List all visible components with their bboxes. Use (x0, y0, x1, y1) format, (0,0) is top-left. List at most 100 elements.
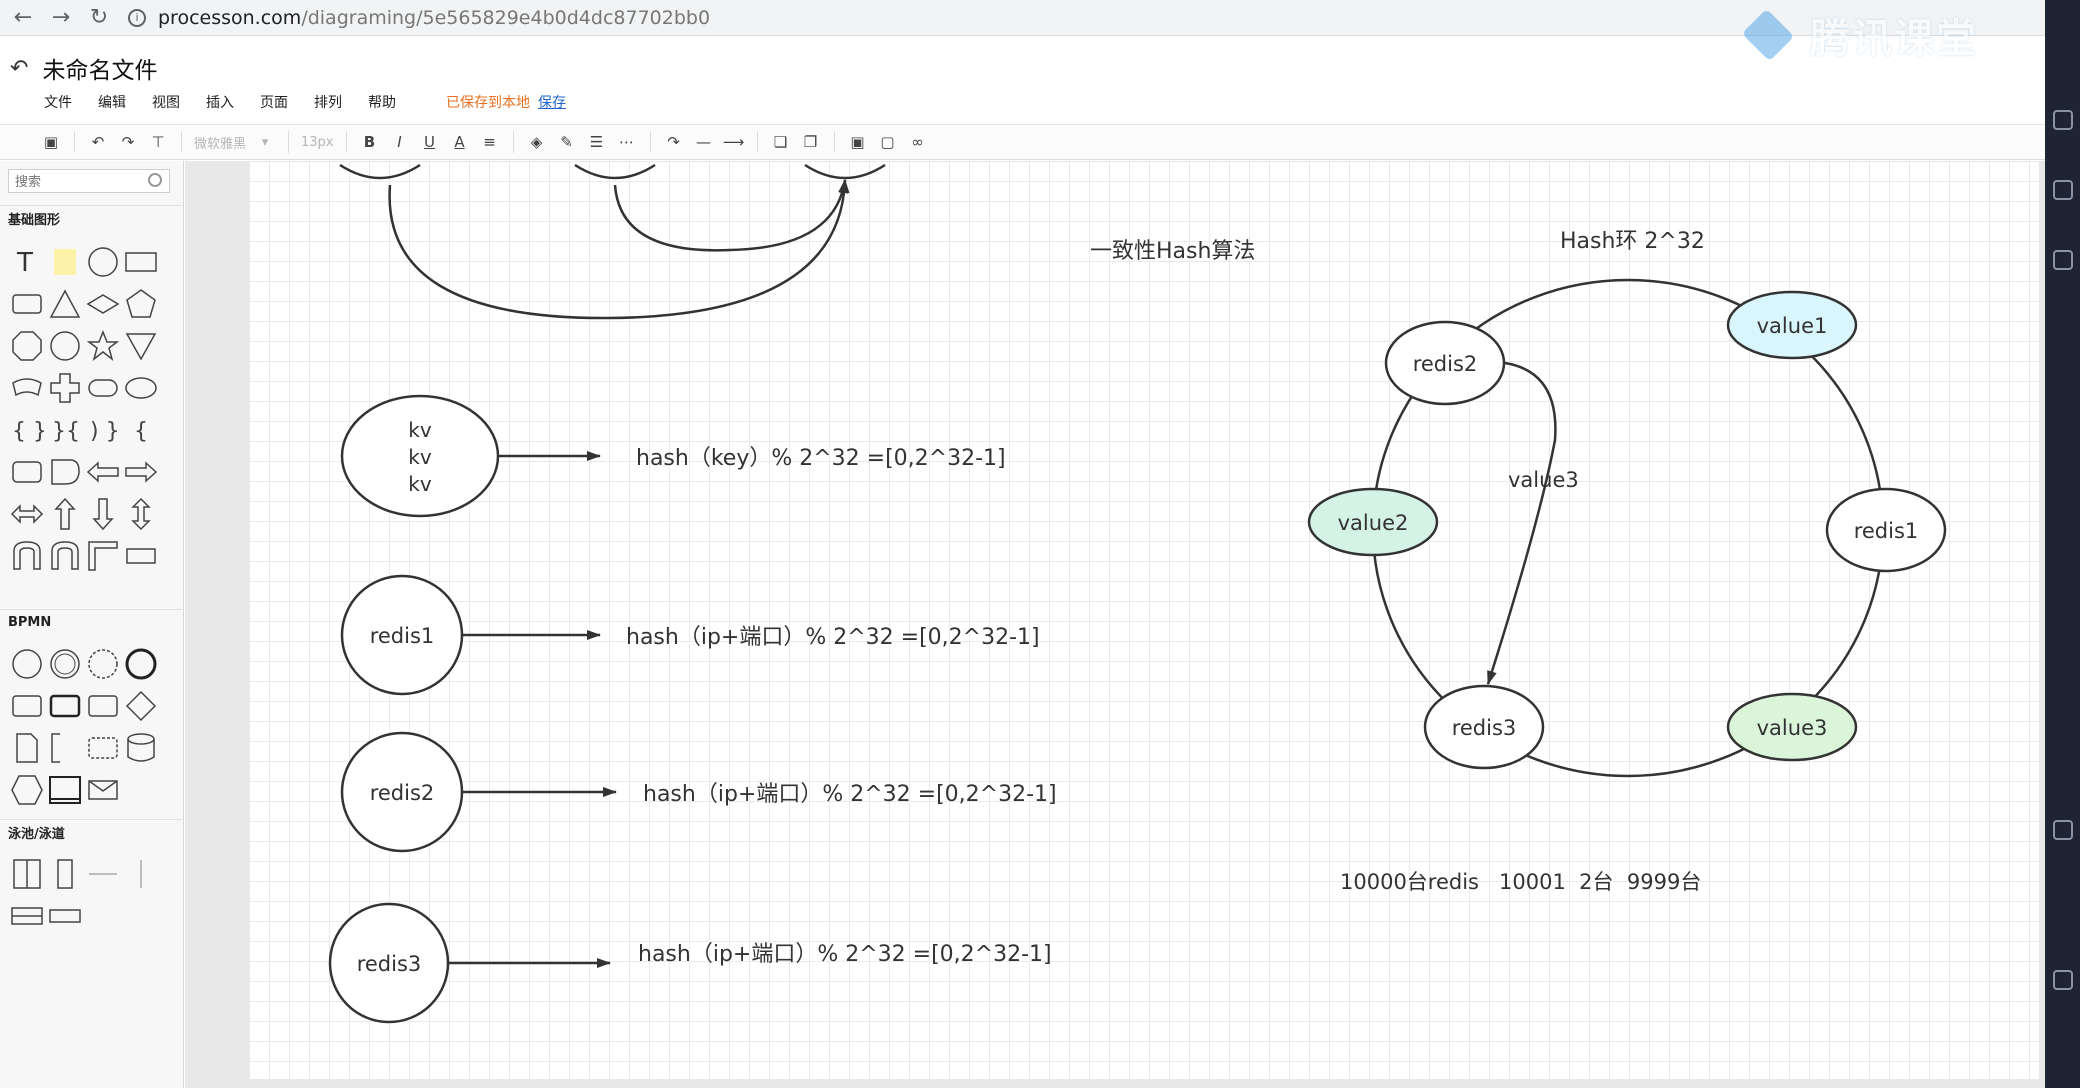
info-icon[interactable]: i (128, 8, 146, 27)
undo-icon[interactable]: ↶ (91, 133, 105, 151)
left-arrow-shape-icon[interactable] (86, 455, 120, 489)
menu-page[interactable]: 页面 (260, 95, 288, 111)
menu-insert[interactable]: 插入 (206, 95, 234, 111)
down-arrow-shape-icon[interactable] (86, 497, 120, 531)
braces-shape-icon[interactable]: { } (10, 413, 44, 447)
triangle-shape-icon[interactable] (48, 287, 82, 321)
link-icon[interactable]: ∞ (911, 133, 924, 151)
redo-icon[interactable]: ↷ (121, 133, 135, 151)
formula-redis3[interactable]: hash（ip+端口）% 2^32 =[0,2^32-1] (638, 942, 1052, 967)
rounded-rect-shape-icon[interactable] (10, 287, 44, 321)
format-painter-icon[interactable]: ▣ (43, 133, 59, 151)
vertical-separator-icon[interactable] (124, 857, 158, 891)
diagram-title[interactable]: 一致性Hash算法 (1090, 239, 1255, 264)
section-basic-shapes[interactable]: 基础图形 (0, 205, 184, 231)
redis2-to-redis3-arrow[interactable] (1486, 361, 1557, 685)
up-arrow-shape-icon[interactable] (48, 497, 82, 531)
section-bpmn[interactable]: BPMN (0, 609, 184, 635)
connector-type-icon[interactable]: ↷ (667, 133, 680, 151)
arrow-label[interactable]: value3 (1508, 468, 1579, 492)
shape-search-input[interactable] (8, 169, 170, 193)
forward-icon[interactable]: → (51, 5, 71, 30)
rectangle-shape-icon[interactable] (124, 245, 158, 279)
subprocess-icon[interactable] (48, 689, 82, 723)
left-node-redis1[interactable]: redis1 (340, 574, 464, 696)
star-shape-icon[interactable] (86, 329, 120, 363)
inverted-triangle-shape-icon[interactable] (124, 329, 158, 363)
section-swimlane[interactable]: 泳池/泳道 (0, 819, 184, 845)
diamond-shape-icon[interactable] (86, 287, 120, 321)
italic-button[interactable]: I (397, 133, 402, 151)
note-shape-icon[interactable] (48, 245, 82, 279)
end-event-icon[interactable] (124, 647, 158, 681)
underline-button[interactable]: U (424, 133, 435, 151)
menu-help[interactable]: 帮助 (368, 95, 396, 111)
right-arrow-shape-icon[interactable] (124, 455, 158, 489)
panel-icon[interactable] (2053, 180, 2073, 200)
annotation-icon[interactable] (48, 731, 82, 765)
double-arrow-shape-icon[interactable] (10, 497, 44, 531)
ring-node-value1[interactable]: value1 (1726, 290, 1858, 360)
formula-key[interactable]: hash（key）% 2^32 =[0,2^32-1] (636, 446, 1006, 471)
footnote[interactable]: 10000台redis 10001 2台 9999台 (1340, 870, 1701, 894)
address-bar[interactable]: i processon.com/diagraming/5e565829e4b0d… (128, 4, 710, 32)
banner-shape-icon[interactable] (10, 371, 44, 405)
font-color-button[interactable]: A (454, 133, 465, 151)
ring-label[interactable]: Hash环 2^32 (1560, 229, 1705, 254)
ring-node-redis3[interactable]: redis3 (1423, 684, 1545, 770)
menu-file[interactable]: 文件 (44, 95, 72, 111)
vertical-double-arrow-shape-icon[interactable] (124, 497, 158, 531)
boundary-event-icon[interactable] (86, 647, 120, 681)
left-node-redis2[interactable]: redis2 (340, 731, 464, 853)
intermediate-event-icon[interactable] (48, 647, 82, 681)
data-store-icon[interactable] (124, 731, 158, 765)
brush-icon[interactable]: ⊤ (151, 133, 165, 151)
menu-arrange[interactable]: 排列 (314, 95, 342, 111)
line-style-icon[interactable]: ⋯ (619, 133, 635, 151)
back-to-files-icon[interactable]: ↶ (10, 55, 29, 81)
ring-node-redis2[interactable]: redis2 (1384, 320, 1506, 406)
start-arrow-icon[interactable]: — (696, 133, 712, 151)
pool-icon[interactable] (48, 773, 82, 807)
start-event-icon[interactable] (10, 647, 44, 681)
menu-edit[interactable]: 编辑 (98, 95, 126, 111)
hexagon-circle-shape-icon[interactable] (48, 329, 82, 363)
save-link[interactable]: 保存 (538, 95, 566, 111)
group-icon[interactable] (86, 731, 120, 765)
circle-shape-icon[interactable] (86, 245, 120, 279)
ellipse-shape-icon[interactable] (124, 371, 158, 405)
document-title[interactable]: 未命名文件 (42, 58, 158, 84)
formula-redis2[interactable]: hash（ip+端口）% 2^32 =[0,2^32-1] (643, 782, 1057, 807)
ring-node-redis1[interactable]: redis1 (1825, 487, 1947, 573)
data-object-icon[interactable] (10, 731, 44, 765)
font-size-select[interactable]: 13px (301, 134, 334, 150)
cross-shape-icon[interactable] (48, 371, 82, 405)
partial-connector-group[interactable] (339, 163, 886, 320)
panel-icon[interactable] (2053, 110, 2073, 130)
document-shape-icon[interactable] (48, 455, 82, 489)
send-back-icon[interactable]: ❐ (803, 133, 818, 151)
card-shape-icon[interactable] (10, 455, 44, 489)
ring-node-value3[interactable]: value3 (1726, 692, 1858, 762)
panel-icon[interactable] (2053, 250, 2073, 270)
menu-view[interactable]: 视图 (152, 95, 180, 111)
panel-icon[interactable] (2053, 970, 2073, 990)
u-turn-arrow-shape-icon[interactable] (48, 539, 82, 573)
bring-front-icon[interactable]: ❏ (773, 133, 788, 151)
u-turn-shape-icon[interactable] (10, 539, 44, 573)
horizontal-separator-icon[interactable] (86, 857, 120, 891)
formula-redis1[interactable]: hash（ip+端口）% 2^32 =[0,2^32-1] (626, 625, 1040, 650)
corner-shape-icon[interactable] (86, 539, 120, 573)
back-icon[interactable]: ← (13, 5, 33, 30)
chevron-down-icon[interactable]: ▾ (261, 134, 269, 150)
cloud-shape-icon[interactable] (86, 371, 120, 405)
vertical-pool-icon[interactable] (10, 857, 44, 891)
gateway-icon[interactable] (124, 689, 158, 723)
search-icon[interactable] (148, 173, 162, 187)
horizontal-pool-icon[interactable] (10, 899, 44, 933)
align-icon[interactable]: ≡ (483, 133, 496, 151)
unlock-icon[interactable]: ▢ (880, 133, 895, 151)
transaction-icon[interactable] (86, 689, 120, 723)
lock-icon[interactable]: ▣ (850, 133, 865, 151)
line-width-icon[interactable]: ☰ (589, 133, 604, 151)
